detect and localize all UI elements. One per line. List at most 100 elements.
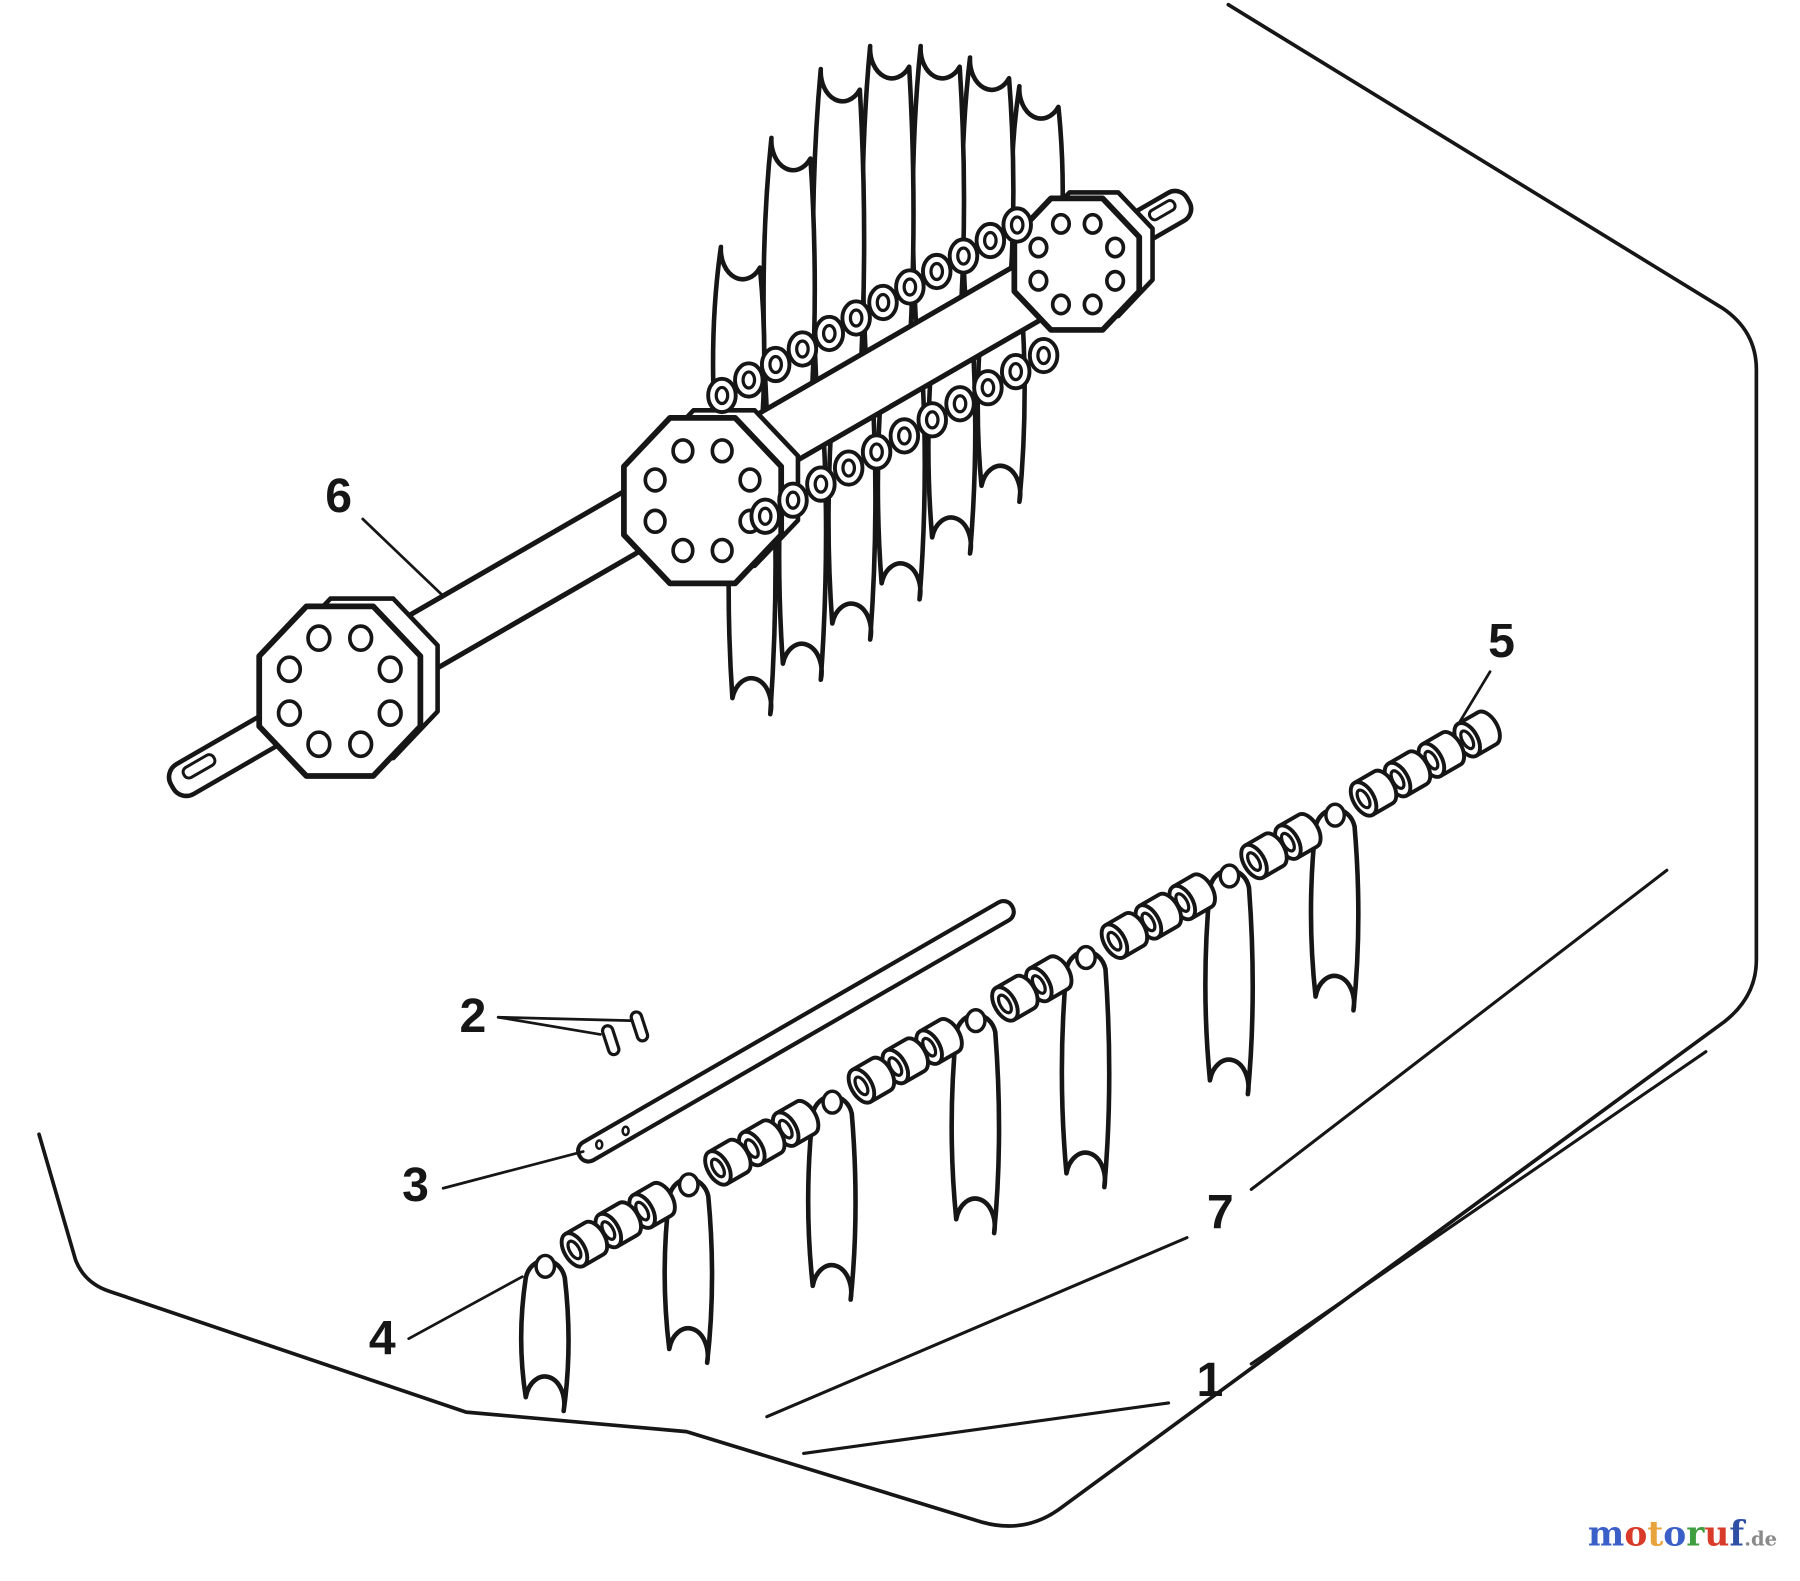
bushing-body [706, 1137, 753, 1186]
flange-plate-face [621, 415, 785, 587]
bushing-body [597, 1200, 643, 1249]
flange-bolt-hole [1050, 293, 1072, 316]
bushing-body [774, 1099, 821, 1148]
bushing-body [1171, 872, 1217, 921]
flange-bolt-hole [1105, 269, 1126, 292]
flange-bolt-hole [710, 537, 734, 564]
rod-pin-hole-1 [594, 1139, 604, 1151]
watermark-motoruf: motoruf.de [1588, 1514, 1777, 1554]
reel-spacer-rings-lower [749, 336, 1060, 535]
axle-keyway-slot [181, 753, 217, 780]
spacer-ring-hole [980, 378, 996, 398]
reel-tine-blade [810, 66, 867, 405]
spacer-ring-hole [1009, 215, 1025, 235]
flange-plate-face [1011, 195, 1143, 333]
spacer-ring-hole [795, 339, 810, 359]
spacer-bushing [990, 973, 1040, 1023]
bushing-hole [1106, 930, 1123, 952]
flange-bolt-hole [710, 438, 734, 464]
tine-eye-hole [1218, 863, 1241, 889]
group-line-7b [765, 1236, 1189, 1419]
flange-bolt-hole [671, 438, 695, 464]
spacer-ring-hole [741, 370, 757, 390]
bushing-hole [1459, 729, 1476, 751]
part-label-7: 7 [1207, 1185, 1234, 1239]
tine-eye-hole [534, 1253, 557, 1279]
spacer-ring-hole [768, 354, 784, 375]
flange-bolt-hole [671, 537, 695, 564]
flange-plate-face [256, 603, 424, 779]
flange-bolt-hole [306, 730, 332, 759]
tine-eye-hole [821, 1089, 844, 1115]
bushing-body [850, 1055, 897, 1104]
spacer-ring-hole [897, 426, 912, 446]
leader-line-2a [496, 1015, 602, 1036]
bushing-body [918, 1017, 964, 1066]
spacer-bushing [703, 1137, 753, 1187]
spacer-ring-hole [924, 410, 940, 430]
leader-line-6 [361, 517, 445, 598]
bearing-flange-left [256, 596, 440, 779]
spacer-ring-hole [869, 442, 884, 462]
flange-bolt-hole [738, 467, 762, 493]
spacer-ring-hole [875, 292, 891, 313]
spacer-bushing [1099, 911, 1150, 960]
bushing-hole [996, 993, 1013, 1015]
watermark-letter: o [1663, 1514, 1686, 1554]
bushing-body [1386, 749, 1433, 798]
flange-bolt-hole [1050, 212, 1072, 235]
flange-bolt-hole [306, 624, 332, 653]
leader-line-2b [496, 1015, 632, 1023]
flange-bolt-hole [377, 699, 403, 728]
watermark-letter: r [1686, 1514, 1705, 1554]
part-label-5: 5 [1488, 614, 1515, 668]
spacer-bushing [914, 1017, 964, 1066]
roll-pin-body [600, 1024, 621, 1057]
flange-bolt-hole [276, 655, 303, 684]
bushing-body [1420, 730, 1467, 779]
tine-eye-hole [1324, 802, 1346, 828]
stub-keyway-slot [1147, 198, 1177, 222]
watermark-letter: t [1647, 1514, 1663, 1554]
assembled-reel [166, 43, 1194, 799]
roll-pin-right [629, 1010, 650, 1043]
tine-rod-body [576, 899, 1016, 1164]
spacer-bushing [880, 1036, 930, 1086]
group-line-1b [802, 1401, 1171, 1455]
watermark-letter: o [1624, 1514, 1647, 1554]
spacer-ring-hole [929, 261, 945, 282]
exploded-tine-shaft-assembly [518, 709, 1502, 1414]
diagram-border [37, 2, 1759, 1528]
spacer-ring-hole [785, 490, 801, 510]
leader-line-4 [407, 1275, 524, 1341]
watermark-suffix: .de [1744, 1527, 1777, 1550]
bushing-body [1352, 768, 1399, 817]
part-label-2: 2 [460, 989, 487, 1043]
flange-bolt-hole [348, 624, 374, 653]
bushing-body [884, 1036, 930, 1085]
flange-bolt-hole [643, 508, 667, 535]
roll-pin-left [600, 1024, 621, 1057]
spacer-ring-hole [841, 458, 857, 478]
spacer-bushing [1024, 954, 1074, 1004]
watermark-letter: m [1588, 1514, 1624, 1554]
tine-rod [576, 899, 1016, 1164]
spacer-bushing [559, 1219, 610, 1269]
exploded-tine-blade [518, 1258, 571, 1414]
spacer-bushing [1382, 749, 1433, 799]
flange-bolt-hole [1082, 293, 1103, 316]
spacer-ring-hole [821, 323, 837, 344]
bushing-body [563, 1219, 610, 1268]
spacer-ring-hole [902, 277, 918, 297]
spacer-ring-hole [952, 394, 968, 414]
spacer-ring-hole [956, 246, 971, 266]
bushing-body [1103, 911, 1150, 960]
spacer-ring-hole [757, 506, 773, 526]
callout-lines [361, 517, 1708, 1455]
part-label-3: 3 [402, 1158, 429, 1212]
bushing-body [1276, 812, 1323, 861]
reel-end-plate-right [1011, 190, 1155, 333]
flange-bolt-hole [377, 655, 403, 684]
part-label-6: 6 [325, 469, 352, 523]
